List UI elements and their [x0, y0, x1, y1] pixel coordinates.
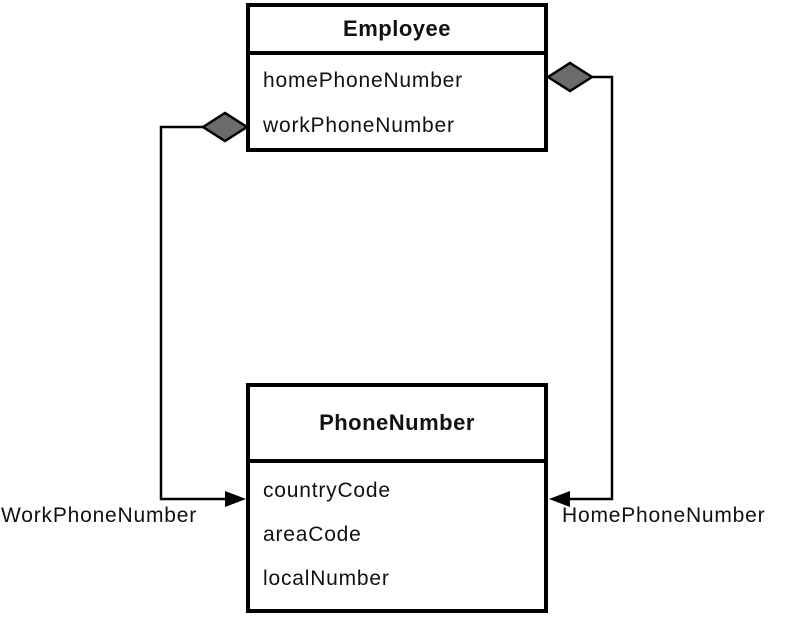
phone-attr-country-code: countryCode [263, 479, 391, 502]
employee-class-title: Employee [250, 7, 544, 55]
home-association-label: HomePhoneNumber [562, 504, 766, 527]
home-association-line [560, 75, 614, 501]
phone-number-attributes: countryCode areaCode localNumber [250, 463, 544, 601]
employee-attributes: homePhoneNumber workPhoneNumber [250, 55, 544, 148]
phone-number-class-box: PhoneNumber countryCode areaCode localNu… [246, 383, 548, 613]
work-aggregation-diamond-icon [200, 111, 250, 143]
phone-attr-area-code: areaCode [263, 523, 362, 546]
phone-attr-local-number: localNumber [263, 567, 390, 590]
work-association-line [159, 125, 234, 501]
home-association-arrowhead-icon [549, 491, 570, 507]
work-association-arrowhead-icon [225, 491, 246, 507]
home-aggregation-diamond-icon [545, 61, 595, 93]
employee-class-box: Employee homePhoneNumber workPhoneNumber [246, 3, 548, 152]
employee-attr-home-phone: homePhoneNumber [263, 68, 463, 92]
phone-number-class-title: PhoneNumber [250, 387, 544, 463]
work-association-label: WorkPhoneNumber [1, 504, 198, 527]
employee-attr-work-phone: workPhoneNumber [263, 113, 455, 137]
